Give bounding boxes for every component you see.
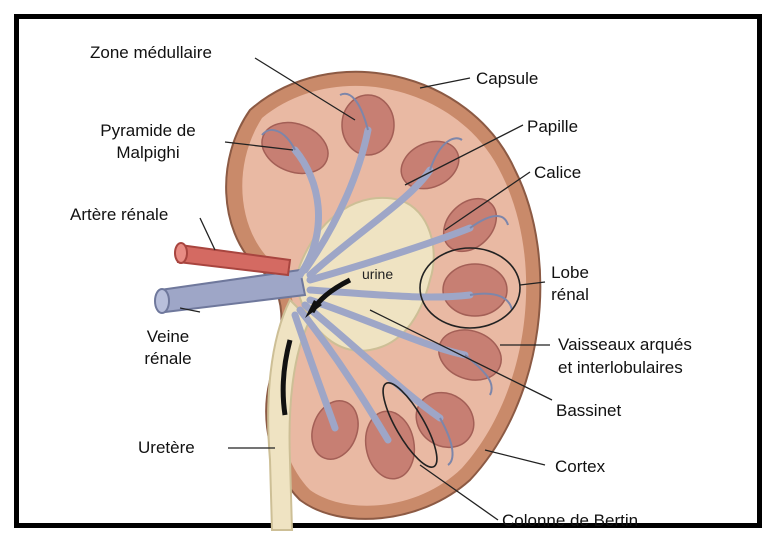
renal-artery-opening [175,243,187,263]
label-uretere: Uretère [138,437,195,458]
label-pyramide-line2: Malpighi [78,142,218,163]
label-urine: urine [362,266,393,282]
label-colonne: Colonne de Bertin [502,510,638,531]
label-calice: Calice [534,162,581,183]
label-papille: Papille [527,116,578,137]
label-vaisseaux-line1: Vaisseaux arqués [558,334,692,355]
label-capsule: Capsule [476,68,538,89]
label-lobe-line1: Lobe [540,262,600,283]
label-vaisseaux-line2: et interlobulaires [558,357,683,378]
label-bassinet: Bassinet [556,400,621,421]
label-veine-line2: rénale [128,348,208,369]
label-cortex: Cortex [555,456,605,477]
label-veine-line1: Veine [128,326,208,347]
label-pyramide-line1: Pyramide de [78,120,218,141]
label-artere: Artère rénale [70,204,168,225]
renal-vein-opening [155,289,169,313]
label-lobe-line2: rénal [540,284,600,305]
label-zone-medullaire: Zone médullaire [90,42,212,63]
